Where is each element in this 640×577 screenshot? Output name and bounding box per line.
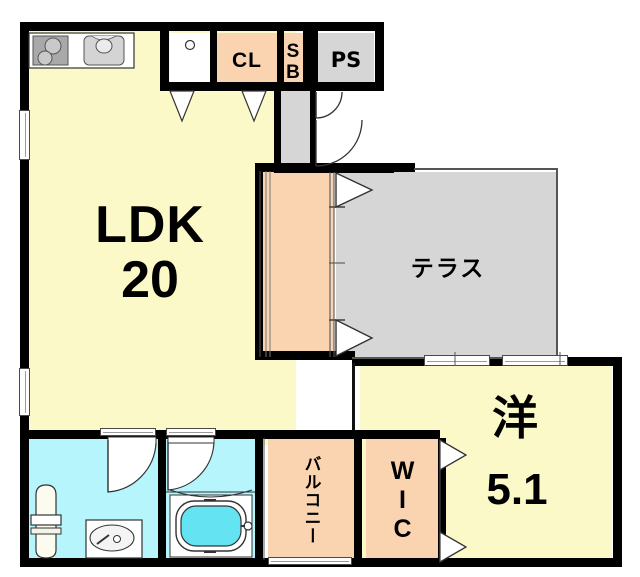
pipe-space-area [318, 33, 374, 89]
wall-bath-right [255, 438, 263, 563]
window-room-top-b [502, 355, 568, 366]
window-left-lower [19, 368, 30, 416]
terrace-outline-top [414, 168, 558, 170]
shoe-box-area [283, 33, 304, 91]
wall-entry-left [274, 88, 281, 172]
wall-terrace-top [255, 163, 415, 172]
ldk-label: LDK [95, 196, 205, 254]
window-room-top-a [424, 355, 490, 366]
wall-toilet-bath-divider [158, 438, 166, 563]
wall-ps-right [375, 22, 384, 90]
sanitary-area-floor [26, 438, 258, 563]
terrace-deck-strip [262, 170, 334, 358]
closet-label: CL [232, 48, 262, 72]
ldk-floor-area-extension [28, 88, 268, 445]
entry-door-swing-main [315, 119, 363, 167]
ldk-size-label: 20 [121, 251, 179, 309]
wic-label: WIC [388, 456, 417, 544]
entrance-corridor-area [280, 88, 310, 170]
wic-floor-area [366, 435, 438, 565]
terrace-outline-right [556, 168, 558, 360]
window-left-upper [19, 110, 30, 160]
wall-shoebox-left [277, 28, 284, 88]
wall-entry-right [310, 90, 316, 172]
balcony-label: バルコニー [300, 455, 321, 545]
pipe-space-label: PS [330, 47, 362, 72]
window-bath-top [100, 428, 156, 436]
terrace-label: テラス [410, 255, 486, 282]
wall-terrace-left [255, 163, 263, 359]
wall-closet-left [210, 28, 217, 88]
closet-area [216, 33, 278, 91]
wall-wic-top [360, 430, 440, 439]
exterior-wall-right [613, 357, 622, 567]
wall-terrace-bottom [255, 351, 355, 360]
wall-balcony-top [260, 430, 360, 439]
wall-top-strip-bottom [160, 82, 310, 91]
wall-kitchen-divider [160, 22, 169, 91]
wall-ps-left [311, 28, 318, 90]
exterior-wall-top [20, 22, 384, 31]
wall-ps-bottom [310, 82, 384, 91]
shoe-box-label-text: SB [282, 41, 304, 83]
window-balcony-bottom [268, 557, 352, 565]
wall-shoebox-right [303, 28, 311, 90]
exterior-wall-left [20, 22, 29, 567]
wall-balcony-wic-divider [354, 438, 362, 563]
entry-door-swing-small [315, 91, 343, 119]
window-washroom-top [166, 428, 216, 436]
western-room-label: 洋 [492, 390, 538, 445]
western-room-size-label: 5.1 [486, 464, 548, 514]
balcony-floor-area [268, 435, 354, 565]
wall-wic-right [438, 438, 446, 563]
wall-ldk-right-lower [352, 363, 355, 438]
shoe-box-label: SB [282, 40, 304, 84]
